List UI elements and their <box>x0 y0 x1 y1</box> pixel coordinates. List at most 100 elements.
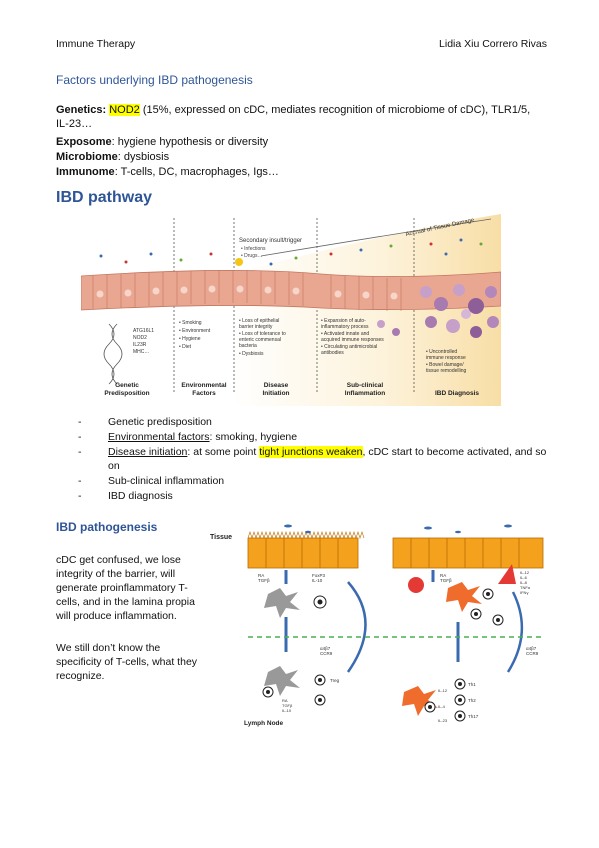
migration-arrows <box>284 570 460 662</box>
bullet-env-text: : smoking, hygiene <box>209 431 298 443</box>
return-arrow-left <box>346 581 367 673</box>
env-item-environment: • Environment <box>179 328 211 334</box>
bullet-diagnosis: IBD diagnosis <box>78 489 548 503</box>
diag-item-2: immune response <box>426 355 466 361</box>
gene-atg16l1: ATG16L1 <box>133 328 154 334</box>
env-item-hygiene: • Hygiene <box>179 336 201 342</box>
dna-helix-icon <box>103 323 123 385</box>
microbiome-label: Microbiome <box>56 151 118 163</box>
exposome-text: : hygiene hypothesis or diversity <box>111 136 269 148</box>
sub-item-2: inflammatory process <box>321 324 369 330</box>
microbiome-line: Microbiome: dysbiosis <box>56 150 546 164</box>
init-item-4: enteric commensal <box>239 337 281 343</box>
pathogenesis-para-1: cDC get confused, we lose integrity of t… <box>56 554 195 622</box>
left-epithelium <box>247 531 365 569</box>
bullet-subclinical: Sub-clinical inflammation <box>78 474 548 488</box>
stage-4-line2: Inflammation <box>345 390 385 397</box>
damage-gradient <box>231 214 501 406</box>
exposome-line: Exposome: hygiene hypothesis or diversit… <box>56 135 546 149</box>
bullet-subclinical-text: Sub-clinical inflammation <box>108 475 225 487</box>
treg-label: Treg <box>330 678 340 683</box>
stage-2-line1: Environmental <box>181 382 226 389</box>
diag-item-3: • Bowel damage/ <box>426 362 464 368</box>
genetics-line: Genetics: NOD2 (15%, expressed on cDC, m… <box>56 104 531 130</box>
bullet-diagnosis-text: IBD diagnosis <box>108 490 173 502</box>
tissue-label: Tissue <box>210 534 232 541</box>
bullet-init-text-2: , cDC start to become activated, and so … <box>108 446 547 472</box>
ra-right-1: RA <box>440 573 446 578</box>
stage-5-line1: IBD Diagnosis <box>435 390 479 397</box>
ra-bot-2: TGFβ <box>282 703 293 708</box>
trigger-infections: • Infections <box>241 246 266 252</box>
th-cyt-il4: IL-4 <box>438 704 446 709</box>
genetics-label: Genetics <box>56 104 103 116</box>
th17-label: Th17 <box>468 714 479 719</box>
sub-item-3: • Activated innate and <box>321 331 369 337</box>
section-subtitle: Factors underlying IBD pathogenesis <box>56 73 253 87</box>
ibd-pathogenesis-figure: Tissue RA <box>210 524 544 727</box>
bullet-initiation: Disease initiation: at some point tight … <box>78 445 548 473</box>
pathogenesis-heading: IBD pathogenesis <box>56 520 158 534</box>
immunome-label: Immunome <box>56 166 115 178</box>
inflammatory-cells <box>377 284 499 338</box>
stage-2-line2: Factors <box>192 390 216 397</box>
il-6: IL-6 <box>520 575 528 580</box>
stage-4-line1: Sub-clinical <box>347 382 384 389</box>
init-item-1: • Loss of epithelial <box>239 318 279 324</box>
exposome-label: Exposome <box>56 136 112 148</box>
sub-item-1: • Expansion of auto- <box>321 318 366 324</box>
sun-burst-icon <box>235 258 243 266</box>
stage-3-line1: Disease <box>264 382 289 389</box>
ra-top-2: TGFβ <box>258 578 270 583</box>
epithelium-layer <box>81 270 501 311</box>
inflamed-cell <box>408 577 424 593</box>
right-t-cells <box>470 588 504 626</box>
diag-item-1: • Uncontrolled <box>426 349 457 355</box>
init-item-6: • Dysbiosis <box>239 351 264 357</box>
trigger-drugs: • Drugs… <box>241 253 262 259</box>
bullet-env-underlined: Environmental factors <box>108 431 210 443</box>
a4b7-left-2: CCR9 <box>320 651 333 656</box>
pathway-heading: IBD pathway <box>56 189 153 206</box>
bullet-init-text-1: : at some point <box>187 446 260 458</box>
init-item-5: bacteria <box>239 343 257 349</box>
il-12: IL-12 <box>520 570 530 575</box>
foxp3-2: IL-10 <box>312 578 323 583</box>
gene-il23r: IL23R <box>133 342 147 348</box>
sub-item-5: • Circulating antimicrobial <box>321 344 377 350</box>
diag-item-4: tissue remodelling <box>426 368 467 374</box>
bullet-environment: Environmental factors: smoking, hygiene <box>78 430 548 444</box>
foxp3-1: FoxP3 <box>312 573 326 578</box>
return-arrow-right <box>506 591 524 673</box>
stage-1-line2: Predisposition <box>104 390 149 397</box>
gene-mhc: MHC… <box>133 349 149 355</box>
pathogenesis-para-2: We still don’t know the specificity of T… <box>56 642 198 682</box>
effector-t-cells <box>424 678 466 722</box>
ibd-pathway-figure: Accrual of Tissue Damage Secondary insul… <box>81 214 501 406</box>
a4b7-left-1: α4β7 <box>320 646 331 651</box>
th2-label: Th2 <box>468 698 476 703</box>
ra-bot-1: RA <box>282 698 288 703</box>
luminal-bacteria <box>284 524 512 534</box>
bullet-genetic: Genetic predisposition <box>78 415 548 429</box>
genetics-text: (15%, expressed on cDC, mediates recogni… <box>56 104 531 130</box>
bullet-init-underlined: Disease initiation <box>108 446 188 458</box>
a4b7-right-2: CCR9 <box>526 651 539 656</box>
lymph-t-cells <box>262 674 326 706</box>
macrophage <box>498 564 516 584</box>
stage-1-line1: Genetic <box>115 382 139 389</box>
init-item-3: • Loss of tolerance to <box>239 331 286 337</box>
immunome-line: Immunome: T-cells, DC, macrophages, Igs… <box>56 165 546 179</box>
a4b7-right-1: α4β7 <box>526 646 537 651</box>
lymph-dendritic-cell-active <box>402 686 438 716</box>
sub-item-6: antibodies <box>321 350 344 356</box>
bacteria-dots <box>99 238 483 266</box>
activated-dendritic-cell <box>446 582 482 612</box>
env-item-diet: • Diet <box>179 344 192 350</box>
immunome-text: : T-cells, DC, macrophages, Igs… <box>114 166 279 178</box>
tight-junctions-highlight: tight junctions weaken <box>259 446 363 458</box>
ifng: IFNγ <box>520 590 528 595</box>
sub-item-4: acquired immune responses <box>321 337 384 343</box>
th1-label: Th1 <box>468 682 476 687</box>
